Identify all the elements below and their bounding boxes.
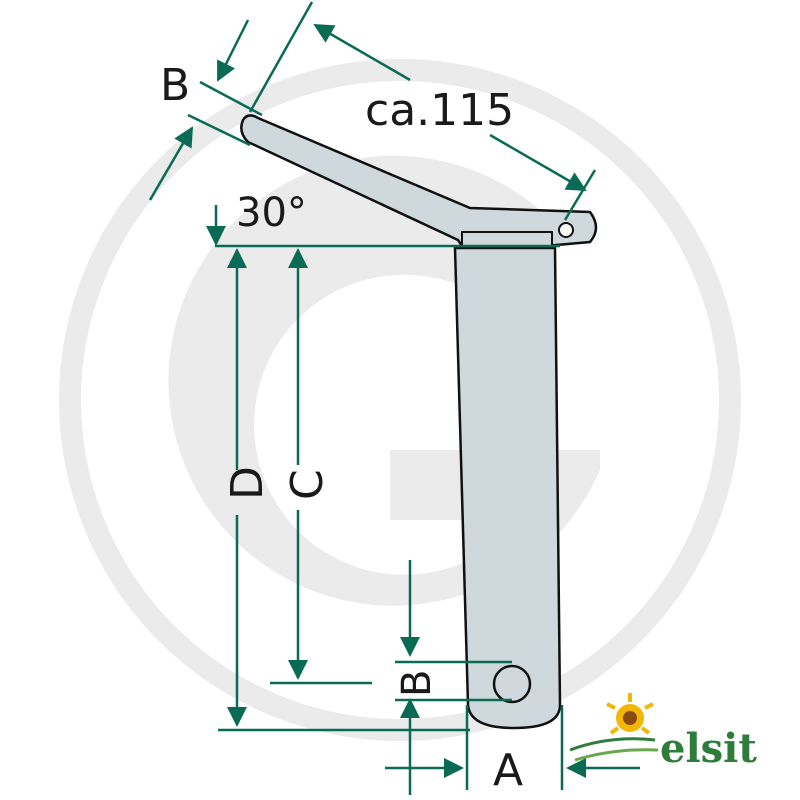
label-30-degrees: 30° <box>236 190 307 236</box>
label-b-top: B <box>160 60 190 111</box>
label-b-bottom: B <box>394 670 440 697</box>
label-a: A <box>493 745 523 796</box>
leaf-swoosh-icon <box>569 737 656 752</box>
elsit-logo: elsit <box>569 693 757 772</box>
pin-body <box>453 246 562 730</box>
label-d: D <box>222 466 273 500</box>
dimension-lines <box>148 1 640 795</box>
pin-handle <box>240 114 598 248</box>
label-ca-115: ca.115 <box>365 85 514 136</box>
sunflower-icon <box>606 693 654 735</box>
label-c: C <box>282 469 333 500</box>
logo-text: elsit <box>660 725 757 772</box>
dimension-labels: B ca.115 30° D C B A <box>160 60 523 796</box>
